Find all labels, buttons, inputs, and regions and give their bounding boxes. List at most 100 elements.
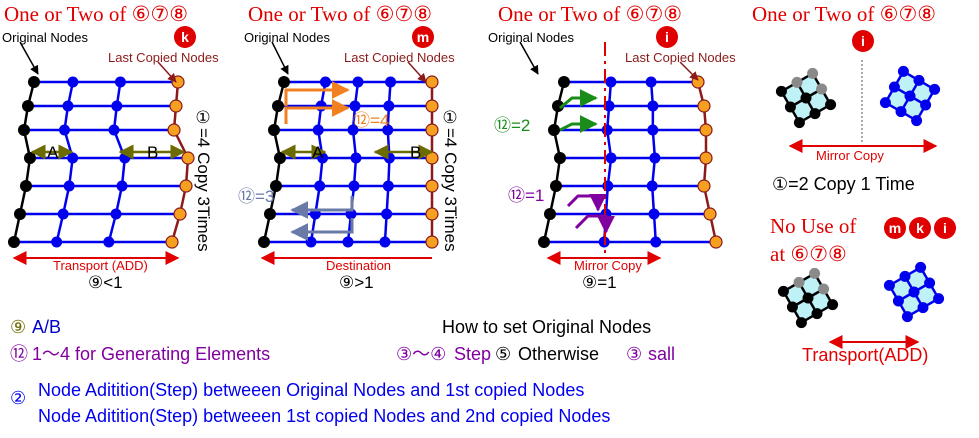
original-node (550, 180, 562, 192)
mesh-node (904, 90, 916, 102)
step-arrow-lower (290, 218, 354, 241)
mesh-node (605, 76, 617, 88)
mesh-node (897, 65, 909, 77)
copied-node (697, 179, 711, 193)
mesh-node (816, 83, 828, 95)
badge-i: i (934, 217, 956, 239)
copied-node (425, 207, 439, 221)
legend-elem-text: 1～4 for Generating Elements (32, 344, 271, 364)
step-arrow-lower (566, 193, 607, 212)
copied-node (699, 123, 713, 137)
mesh-node (809, 108, 821, 120)
mesh-node (791, 76, 803, 88)
mesh-node (383, 152, 395, 164)
step-upper-label: ⑫=4 (353, 111, 390, 130)
mirror-copy-label: Mirror Copy (574, 258, 642, 273)
badge-k: k (174, 26, 196, 48)
panel-title: One or Two of ⑥⑦⑧ (248, 2, 433, 26)
mesh-node (775, 85, 787, 97)
mesh-node (108, 124, 120, 136)
original-node (18, 124, 30, 136)
original-node (22, 100, 34, 112)
mesh-node (347, 124, 359, 136)
legend-node-line2: Node Aditition(Step) betweeen 1st copied… (38, 406, 611, 426)
original-node (274, 152, 286, 164)
step-arrow-upper (559, 115, 598, 133)
mesh-node (119, 152, 131, 164)
copied-node (173, 207, 187, 221)
copy-times-label: ①=4 Copy 3Times (194, 108, 213, 252)
copied-node (697, 99, 711, 113)
panel-title: One or Two of ⑥⑦⑧ (4, 2, 189, 26)
no-use-at-label: at ⑥⑦⑧ (770, 242, 847, 266)
legend-step5: ⑤ (495, 344, 512, 364)
copy-time-label: ①=2 Copy 1 Time (772, 174, 915, 194)
legend-ratio-num: ⑨ (10, 317, 27, 337)
mesh-node (382, 180, 394, 192)
last-nodes-label: Last Copied Nodes (625, 50, 736, 65)
mesh-node (645, 76, 657, 88)
legend-otherwise: Otherwise (518, 344, 600, 364)
copied-node (425, 123, 439, 137)
legend-sall-text: sall (648, 344, 676, 364)
mesh-node (920, 99, 932, 111)
step-arrow-upper (284, 99, 350, 124)
copied-node (425, 235, 439, 249)
mesh-node (315, 100, 327, 112)
mesh-node (647, 124, 659, 136)
original-node (264, 208, 276, 220)
ratio-label: ⑨<1 (88, 273, 123, 292)
step-arrow-lower (574, 214, 615, 234)
legend-node-num: ② (10, 388, 27, 408)
mesh-node (895, 106, 907, 118)
mesh-node (793, 276, 805, 288)
mesh-node (917, 302, 929, 314)
original-node (278, 76, 290, 88)
mesh-node (114, 76, 126, 88)
legend-step-nums: ③～④ (396, 344, 447, 364)
mesh-node (319, 76, 331, 88)
step-lower-label: ⑫=3 (238, 187, 275, 206)
mesh-node (892, 295, 904, 307)
mesh-node (67, 76, 79, 88)
mesh-node (348, 180, 360, 192)
legend-sall-num: ③ (626, 344, 643, 364)
mesh-node (381, 208, 393, 220)
copied-node (691, 75, 705, 89)
mesh-node (825, 99, 837, 111)
original-nodes-pointer (19, 41, 39, 75)
mesh-node (795, 317, 807, 329)
dim-b-label: B (410, 143, 422, 162)
copied-node (169, 99, 183, 113)
copied-node (709, 235, 723, 249)
panel-title: One or Two of ⑥⑦⑧ (498, 2, 683, 26)
mesh-node (382, 124, 394, 136)
original-nodes-label: Original Nodes (2, 30, 88, 45)
mesh-node (57, 208, 69, 220)
legend-node-line1: Node Aditition(Step) betweeen Original N… (38, 380, 585, 400)
step-arrow-upper (559, 89, 598, 110)
mesh-node (62, 100, 74, 112)
original-node (272, 100, 284, 112)
mesh-node (793, 117, 805, 129)
mesh-node (908, 286, 920, 298)
badge-m: m (884, 217, 906, 239)
mesh-node (647, 100, 659, 112)
original-node (24, 152, 36, 164)
mesh-node (784, 101, 796, 113)
dim-b-label: B (147, 143, 159, 162)
mesh-node (933, 293, 945, 305)
mesh-node (342, 236, 354, 248)
destination-label: Destination (326, 258, 392, 273)
mesh-node (879, 97, 891, 109)
legend-ratio-text: A/B (32, 317, 62, 337)
dim-a-label: A (312, 143, 324, 162)
mesh-node (888, 81, 900, 93)
badge-m: m (412, 26, 434, 48)
original-node (258, 236, 270, 248)
badge-i: i (852, 30, 874, 52)
step-upper-label: ⑫=2 (494, 116, 531, 135)
transport-label: Transport(ADD) (802, 345, 929, 365)
mesh-node (379, 236, 391, 248)
